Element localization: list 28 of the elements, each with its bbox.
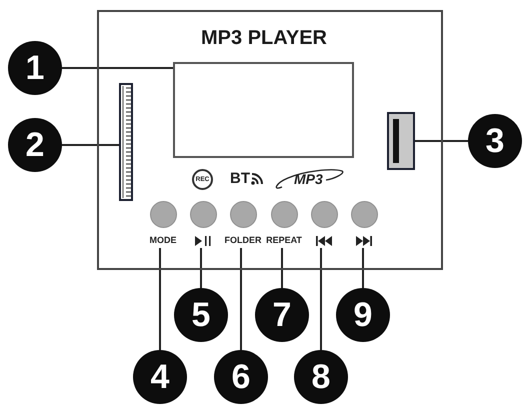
leader-line: [415, 140, 468, 142]
usb-port: [387, 112, 415, 170]
button-label: MODE: [150, 235, 176, 246]
callout-number: 6: [214, 350, 268, 404]
leader-line: [281, 248, 283, 288]
leader-line: [240, 248, 242, 350]
leader-line: [62, 67, 173, 69]
bt-label: BT: [230, 170, 250, 187]
leader-line: [159, 248, 161, 350]
device-panel: [97, 10, 443, 270]
callout-number: 4: [133, 350, 187, 404]
button-label: FOLDER: [224, 235, 262, 246]
leader-line: [200, 248, 202, 288]
leader-line: [320, 248, 322, 350]
device-title: MP3 PLAYER: [201, 26, 327, 50]
callout-number: 1: [8, 41, 62, 95]
callout-number: 2: [8, 118, 62, 172]
leader-line: [62, 144, 119, 146]
callout-number: 7: [255, 288, 309, 342]
button-label: REPEAT: [266, 235, 302, 246]
card-slot: [119, 83, 133, 201]
callout-number: 5: [174, 288, 228, 342]
callout-number: 3: [468, 114, 522, 168]
callout-number: 8: [294, 350, 348, 404]
leader-line: [362, 248, 364, 288]
display-screen: [173, 62, 354, 158]
callout-number: 9: [336, 288, 390, 342]
format-label: MP3: [274, 167, 344, 191]
